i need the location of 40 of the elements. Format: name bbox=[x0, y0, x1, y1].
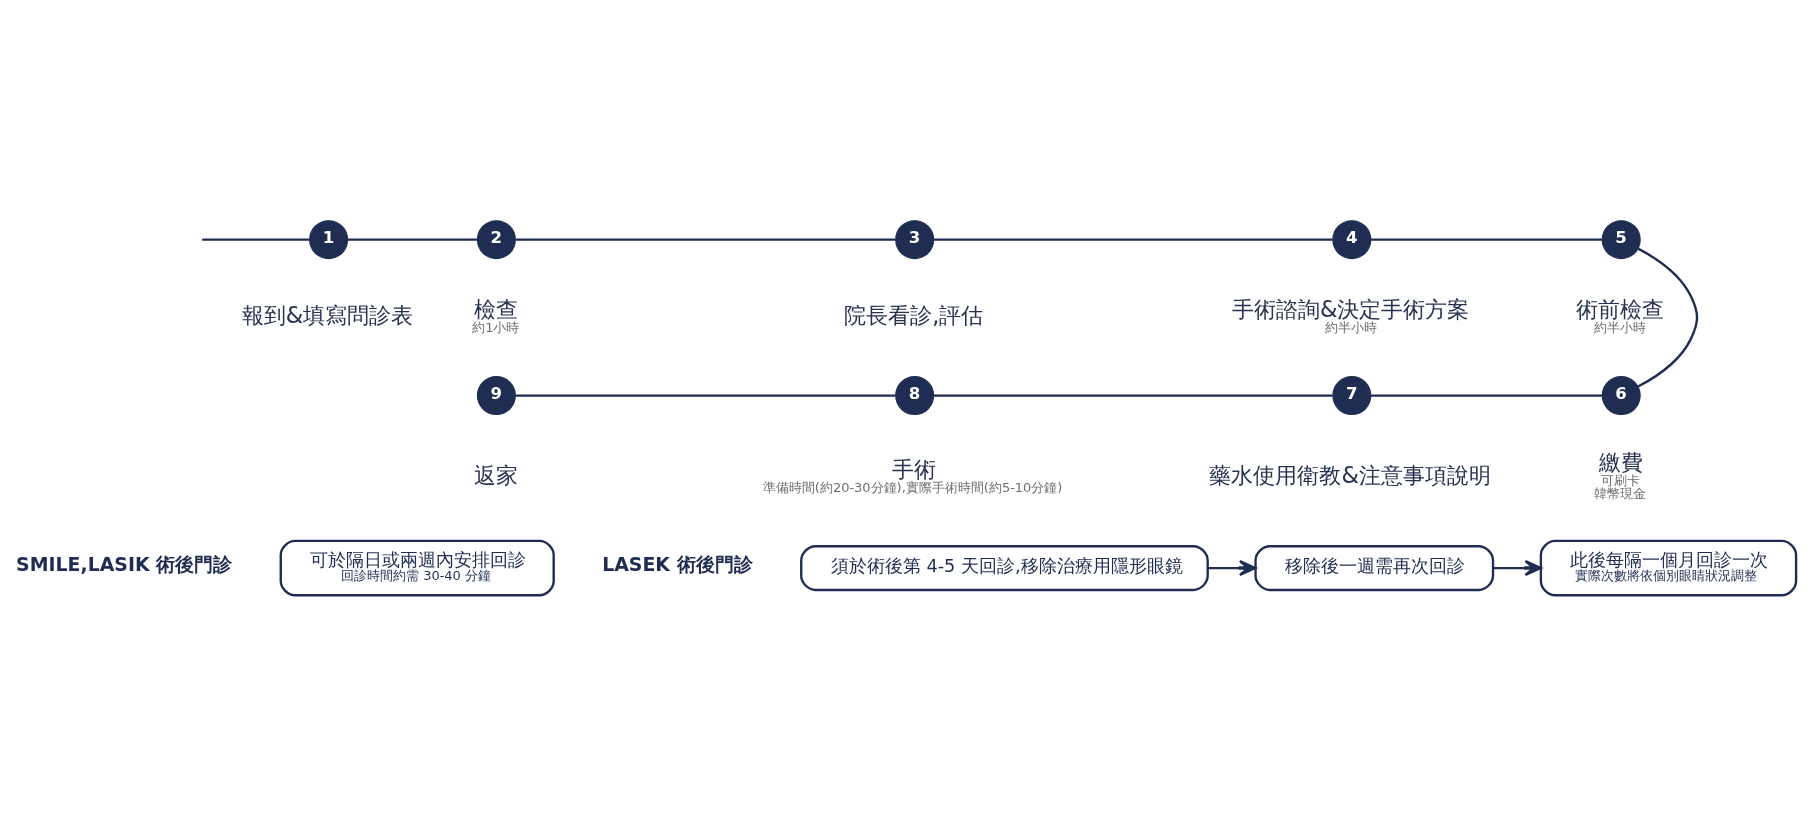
node-label: 檢查 bbox=[473, 295, 518, 322]
connector bbox=[1370, 393, 1603, 397]
node-circle: 2 bbox=[476, 219, 516, 259]
node-label: 約1小時 bbox=[472, 319, 520, 335]
node-box: 可於隔日或兩週內安排回診 回診時間約需 30-40 分鐘 bbox=[279, 539, 555, 596]
node-label: SMILE,LASIK 術後門診 bbox=[16, 552, 233, 575]
node-circle: 8 bbox=[895, 375, 935, 415]
node-label: LASEK 術後門診 bbox=[602, 552, 753, 575]
arrow bbox=[1493, 559, 1542, 576]
connector bbox=[1637, 247, 1699, 388]
connector bbox=[347, 237, 478, 241]
node-box: 此後每隔一個月回診一次 實際次數將依個別眼睛狀況調整 bbox=[1539, 539, 1798, 596]
node-circle: 7 bbox=[1332, 375, 1372, 415]
node-label: 繳費 bbox=[1598, 448, 1643, 475]
node-label: 院長看診,評估 bbox=[844, 301, 984, 328]
node-circle: 9 bbox=[476, 375, 516, 415]
arrow bbox=[1207, 559, 1257, 576]
node-label: 約半小時 bbox=[1594, 319, 1647, 335]
connector bbox=[933, 393, 1333, 397]
connector bbox=[202, 237, 310, 241]
node-label: 準備時間(約20-30分鐘),實際手術時間(約5-10分鐘) bbox=[762, 479, 1063, 495]
node-label: 術前檢查 bbox=[1576, 295, 1665, 322]
node-circle: 4 bbox=[1332, 219, 1372, 259]
node-box: 移除後一週需再次回診 bbox=[1254, 544, 1495, 591]
node-label: 約半小時 bbox=[1324, 319, 1377, 335]
node-label: 報到&填寫問診表 bbox=[241, 301, 414, 328]
node-circle: 6 bbox=[1601, 375, 1641, 415]
node-box: 須於術後第 4-5 天回診,移除治療用隱形眼鏡 bbox=[800, 544, 1209, 591]
node-label: 藥水使用衛教&注意事項說明 bbox=[1209, 461, 1491, 488]
node-label: 返家 bbox=[473, 461, 518, 488]
node-label: 手術諮詢&決定手術方案 bbox=[1231, 295, 1470, 322]
connector bbox=[515, 393, 896, 397]
connector bbox=[933, 237, 1333, 241]
connector bbox=[1370, 237, 1603, 241]
node-circle: 5 bbox=[1601, 219, 1641, 259]
node-circle: 3 bbox=[895, 219, 935, 259]
node-label: 可刷卡 bbox=[1601, 472, 1641, 488]
node-label: 手術 bbox=[892, 455, 937, 482]
node-circle: 1 bbox=[309, 219, 349, 259]
connector bbox=[515, 237, 896, 241]
